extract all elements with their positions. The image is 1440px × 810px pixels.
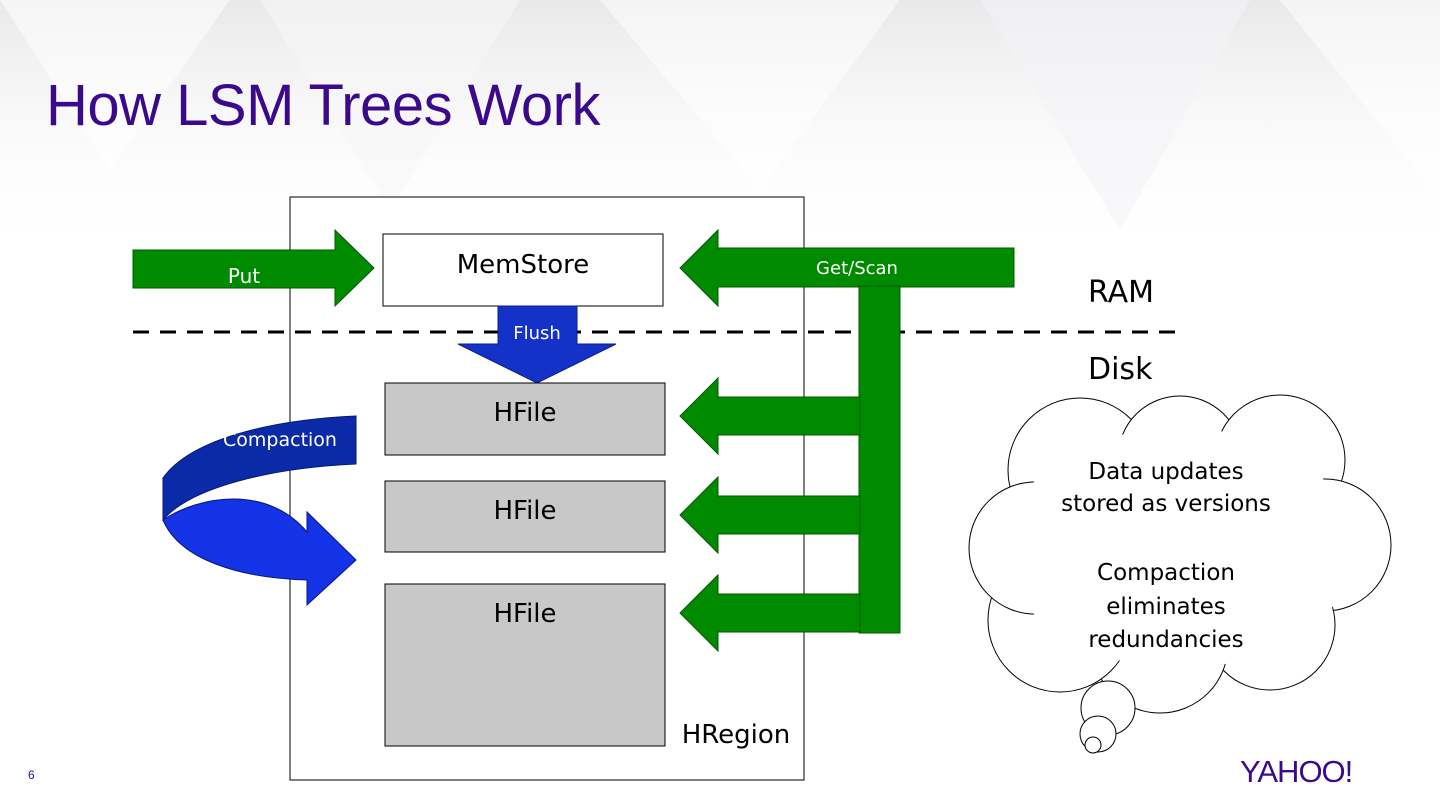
ram-label: RAM	[1088, 275, 1154, 310]
hfile-2-label: HFile	[493, 496, 556, 526]
hfile-3-box	[384, 583, 666, 747]
page-number: 6	[28, 768, 35, 782]
put-arrow	[132, 228, 375, 308]
get-scan-label: Get/Scan	[816, 258, 898, 279]
cloud-line-2: stored as versions	[1061, 491, 1271, 517]
yahoo-logo: YAHOO!	[1240, 754, 1353, 789]
cloud-line-5: redundancies	[1088, 627, 1243, 653]
hregion-label: HRegion	[682, 720, 791, 750]
cloud-line-3: Compaction	[1097, 560, 1235, 586]
slide-title: How LSM Trees Work	[46, 73, 600, 138]
hfile-1-label: HFile	[493, 398, 556, 428]
get-scan-arrow	[679, 228, 1015, 308]
put-label: Put	[228, 264, 260, 288]
memstore-label: MemStore	[457, 250, 589, 280]
disk-label: Disk	[1088, 352, 1153, 387]
thought-cloud-body	[1005, 428, 1355, 668]
cloud-line-1: Data updates	[1088, 459, 1243, 485]
hfile-1-box	[384, 382, 666, 456]
read-arrow-hfile-1	[679, 376, 861, 456]
get-scan-bar	[858, 285, 901, 634]
read-arrow-hfile-2	[679, 475, 861, 555]
compaction-arrow-front	[162, 498, 357, 607]
compaction-label: Compaction	[223, 429, 337, 451]
cloud-line-4: eliminates	[1106, 594, 1226, 620]
hfile-2-box	[384, 480, 666, 553]
read-arrow-hfile-3	[679, 573, 861, 653]
thought-bubble-small	[1084, 736, 1102, 754]
flush-label: Flush	[513, 323, 561, 344]
hfile-3-label: HFile	[493, 599, 556, 629]
flush-arrow	[457, 305, 617, 384]
